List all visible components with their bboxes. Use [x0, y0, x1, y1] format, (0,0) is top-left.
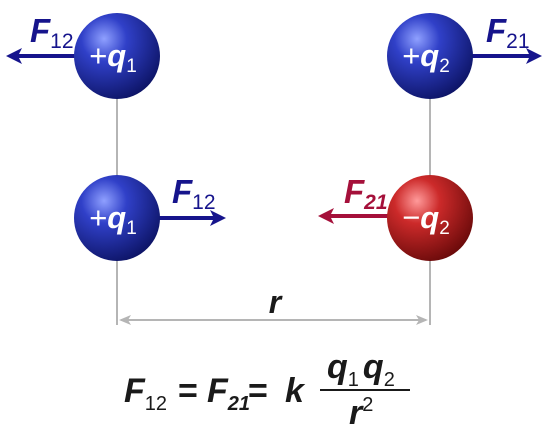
top-force2-label: F21: [486, 12, 530, 53]
bottom-charge1-label: +q1: [89, 200, 137, 239]
bottom-charge2-label: −q2: [402, 200, 450, 239]
bottom-force2-label: F21: [344, 173, 388, 214]
formula-lhs: F12: [124, 372, 167, 415]
bottom-force1-label: F12: [172, 173, 216, 214]
bottom-charge2-sphere: [387, 175, 473, 261]
formula-equals-1: =: [178, 372, 198, 410]
bottom-charge1-sphere: [74, 175, 160, 261]
formula-constant: k: [285, 372, 306, 410]
top-charge1-label: +q1: [89, 38, 137, 77]
top-charge2-sphere: [387, 13, 473, 99]
top-charge1-sphere: [74, 13, 160, 99]
top-charge2-label: +q2: [402, 38, 450, 77]
formula-equals-2: =: [248, 372, 268, 410]
top-force1-label: F12: [30, 12, 74, 53]
formula-denominator: r2: [349, 394, 373, 430]
distance-label: r: [269, 284, 283, 320]
formula-mid: F21: [207, 372, 250, 415]
